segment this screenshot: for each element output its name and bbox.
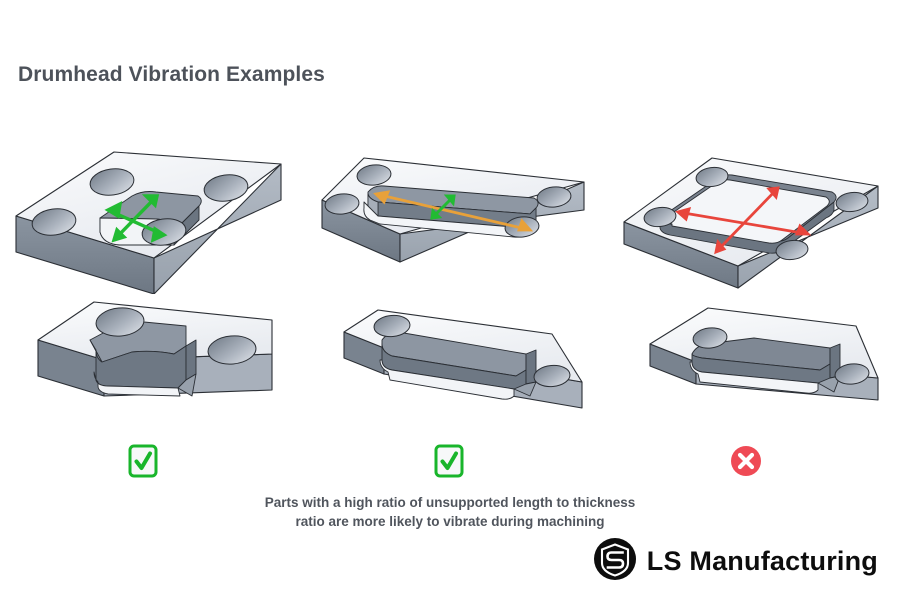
- page-title: Drumhead Vibration Examples: [18, 63, 325, 86]
- brand: LS Manufacturing: [593, 537, 878, 586]
- example-2-status-good-icon: [432, 443, 466, 481]
- example-3-top-view: [612, 136, 892, 306]
- caption-line-1: Parts with a high ratio of unsupported l…: [264, 495, 636, 510]
- caption: Parts with a high ratio of unsupported l…: [0, 493, 900, 531]
- example-2-arrow-orange: [373, 190, 534, 232]
- example-1-top-view: [4, 104, 294, 299]
- brand-name: LS Manufacturing: [646, 546, 878, 576]
- example-2-section-view: [330, 300, 600, 423]
- status-row: [0, 443, 900, 485]
- example-3-section-view: [634, 296, 900, 431]
- example-3-arrow-red-b: [714, 186, 780, 255]
- example-2-top-view: [308, 142, 598, 297]
- ls-monogram-circle-icon: [593, 537, 637, 586]
- example-1-arrow-green-b: [111, 194, 160, 243]
- example-2-arrow-green: [430, 194, 456, 220]
- example-3-status-bad-icon: [729, 443, 763, 481]
- example-1-arrow-green-a: [104, 200, 168, 243]
- example-1-status-good-icon: [126, 443, 160, 481]
- example-1-section-view: [24, 292, 294, 423]
- caption-line-2: ratio are more likely to vibrate during …: [295, 514, 605, 529]
